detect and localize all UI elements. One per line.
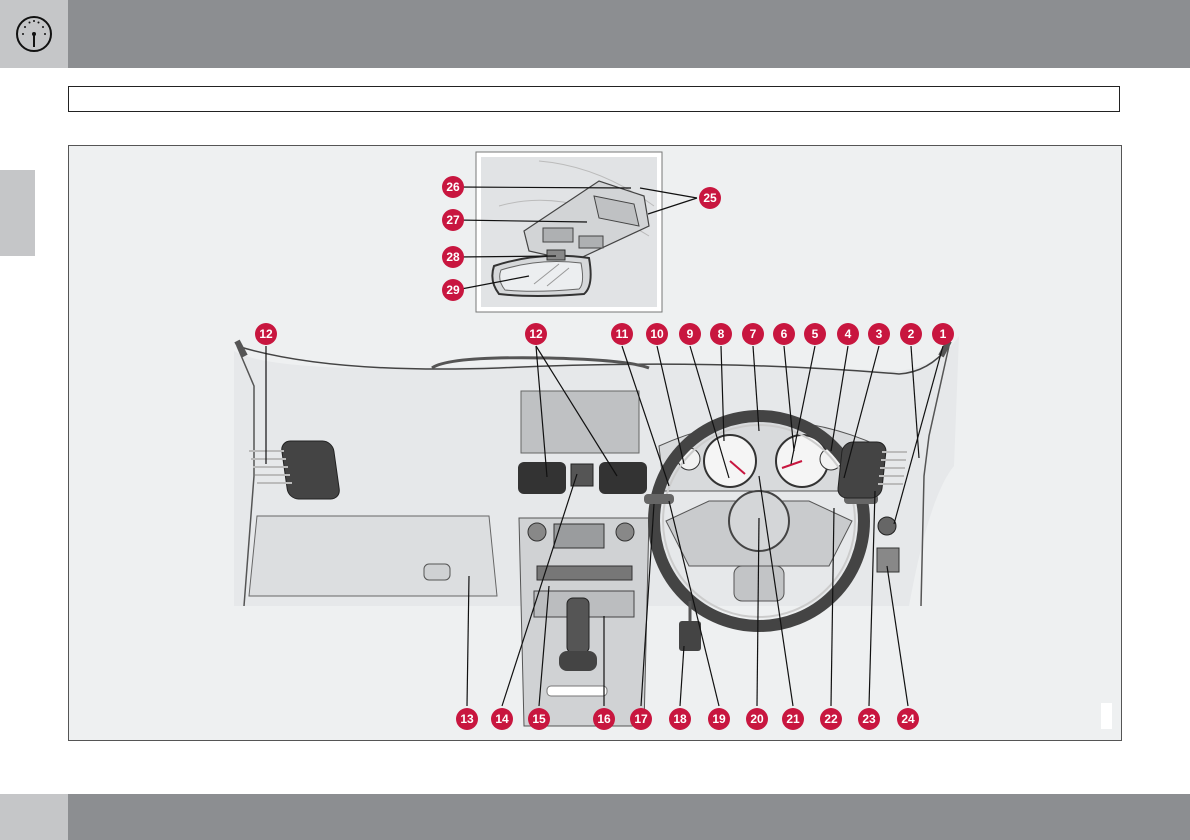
inset-callout-26: 26 <box>442 176 464 198</box>
svg-text:16: 16 <box>597 712 611 726</box>
svg-text:12: 12 <box>259 327 273 341</box>
svg-text:20: 20 <box>750 712 764 726</box>
svg-text:12: 12 <box>529 327 543 341</box>
dashboard-illustration: 26 25 27 28 29 12 12 11 <box>68 145 1122 741</box>
svg-text:10: 10 <box>650 327 664 341</box>
svg-text:9: 9 <box>687 327 694 341</box>
callout-7: 7 <box>742 323 764 345</box>
inset-callout-28: 28 <box>442 246 464 268</box>
svg-text:6: 6 <box>781 327 788 341</box>
svg-text:24: 24 <box>901 712 915 726</box>
svg-text:18: 18 <box>673 712 687 726</box>
svg-text:3: 3 <box>876 327 883 341</box>
svg-text:15: 15 <box>532 712 546 726</box>
inset-overhead-console <box>475 151 663 313</box>
svg-text:11: 11 <box>616 327 629 341</box>
callout-20: 20 <box>746 708 768 730</box>
inset-callout-29: 29 <box>442 279 464 301</box>
svg-text:19: 19 <box>712 712 726 726</box>
side-chapter-tab <box>0 170 35 256</box>
callout-4: 4 <box>837 323 859 345</box>
callout-24: 24 <box>897 708 919 730</box>
svg-text:5: 5 <box>812 327 819 341</box>
callout-21: 21 <box>782 708 804 730</box>
main-callout-leaders <box>265 345 944 707</box>
callout-22: 22 <box>820 708 842 730</box>
callout-19: 19 <box>708 708 730 730</box>
svg-text:21: 21 <box>786 712 800 726</box>
callout-5: 5 <box>804 323 826 345</box>
svg-text:28: 28 <box>446 250 460 264</box>
footer-bar <box>68 794 1190 840</box>
image-code-strip <box>1101 703 1112 729</box>
callout-15: 15 <box>528 708 550 730</box>
svg-text:4: 4 <box>845 327 852 341</box>
callout-17: 17 <box>630 708 652 730</box>
inset-callout-27: 27 <box>442 209 464 231</box>
inset-callout-leaders <box>455 186 698 291</box>
callout-8: 8 <box>710 323 732 345</box>
svg-text:25: 25 <box>703 191 717 205</box>
chapter-tab <box>0 0 68 68</box>
svg-text:2: 2 <box>908 327 915 341</box>
callout-10: 10 <box>646 323 668 345</box>
callout-3: 3 <box>868 323 890 345</box>
callout-2: 2 <box>900 323 922 345</box>
svg-text:29: 29 <box>446 283 460 297</box>
callout-12-center: 12 <box>525 323 547 345</box>
callout-6: 6 <box>773 323 795 345</box>
svg-text:27: 27 <box>446 213 460 227</box>
callout-9: 9 <box>679 323 701 345</box>
svg-text:22: 22 <box>824 712 838 726</box>
callout-11: 11 <box>611 323 633 345</box>
svg-text:13: 13 <box>460 712 474 726</box>
svg-text:23: 23 <box>862 712 876 726</box>
dashboard-drawing <box>234 336 959 727</box>
callout-18: 18 <box>669 708 691 730</box>
callout-16: 16 <box>593 708 615 730</box>
callout-1: 1 <box>932 323 954 345</box>
svg-text:7: 7 <box>750 327 757 341</box>
callout-14: 14 <box>491 708 513 730</box>
inset-callout-25: 25 <box>699 187 721 209</box>
svg-text:17: 17 <box>634 712 648 726</box>
svg-text:1: 1 <box>940 327 947 341</box>
footer-tab <box>0 794 68 840</box>
section-title-box <box>68 86 1120 112</box>
svg-text:14: 14 <box>495 712 509 726</box>
header-bar <box>0 0 1190 68</box>
callout-13: 13 <box>456 708 478 730</box>
callout-23: 23 <box>858 708 880 730</box>
speedometer-icon <box>16 16 52 52</box>
svg-text:8: 8 <box>718 327 725 341</box>
svg-text:26: 26 <box>446 180 460 194</box>
callout-12-left: 12 <box>255 323 277 345</box>
